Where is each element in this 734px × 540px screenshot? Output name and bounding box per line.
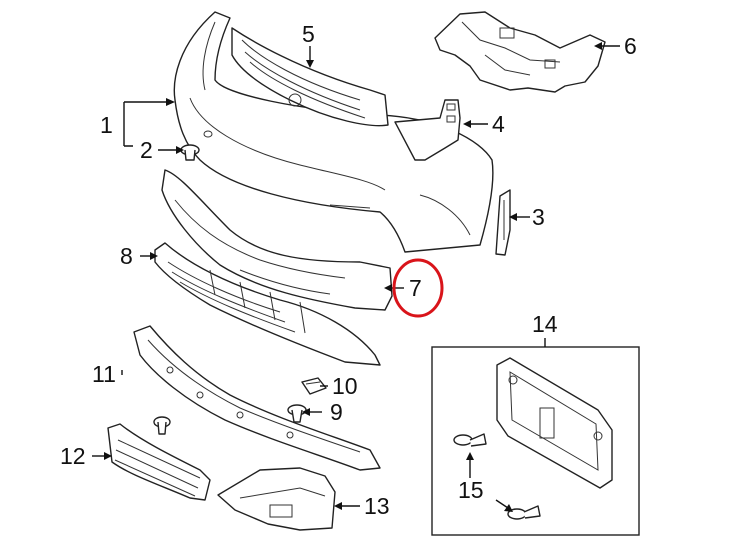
lower-bracket-part xyxy=(217,467,336,531)
lower-fascia-part xyxy=(161,169,393,311)
screw-part xyxy=(153,404,307,435)
part-14-box xyxy=(431,346,640,536)
leader-lines xyxy=(92,42,620,512)
callout-4: 4 xyxy=(492,111,505,137)
highlight-circle xyxy=(392,258,444,318)
callout-12: 12 xyxy=(60,443,86,469)
callout-10: 10 xyxy=(332,373,358,399)
callout-8: 8 xyxy=(120,243,133,269)
license-bracket-part xyxy=(496,357,613,489)
callout-15: 15 xyxy=(458,477,484,503)
skid-plate-part xyxy=(133,325,381,471)
small-bracket-part xyxy=(394,99,461,161)
side-strip-part xyxy=(495,189,511,256)
callout-5: 5 xyxy=(302,21,315,47)
callout-7: 7 xyxy=(409,275,422,301)
lower-grille-part xyxy=(154,242,381,366)
upper-grille-part xyxy=(231,27,389,127)
callout-2: 2 xyxy=(140,137,153,163)
nut-clip-part xyxy=(301,377,327,395)
callout-9: 9 xyxy=(330,399,343,425)
callout-11: 11 xyxy=(92,361,116,387)
callout-14: 14 xyxy=(532,311,558,337)
clip-part xyxy=(180,144,200,161)
callout-13: 13 xyxy=(364,493,390,519)
callout-3: 3 xyxy=(532,204,545,230)
callout-6: 6 xyxy=(624,33,637,59)
bumper-cover-part xyxy=(173,11,494,253)
side-grille-part xyxy=(107,423,211,501)
callout-1: 1 xyxy=(100,112,113,138)
bracket-part xyxy=(434,11,606,93)
